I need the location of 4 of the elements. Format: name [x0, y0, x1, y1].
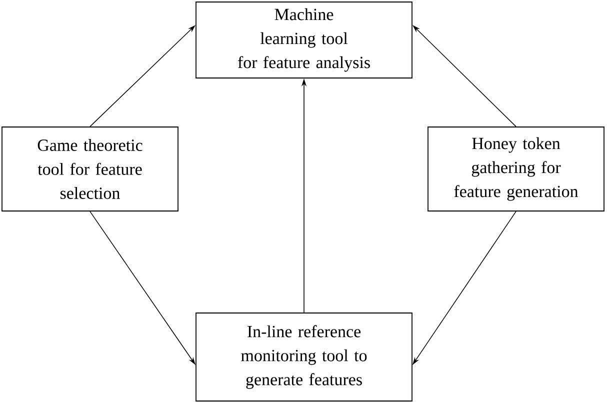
process-box: Machine learning tool for feature analysis [196, 2, 412, 78]
process-box: Honey token gathering for feature generation [428, 126, 604, 212]
process-box: Game theoretic tool for feature selection [2, 126, 178, 212]
process-box: In-line reference monitoring tool to generate features [196, 312, 412, 402]
